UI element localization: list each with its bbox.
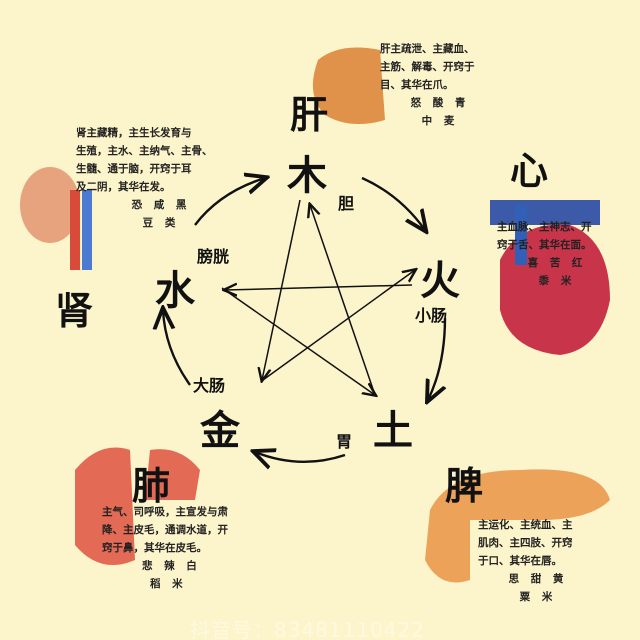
metal-star-line	[221, 287, 375, 395]
desc-line: 生殖，主水、主纳气、主骨、	[76, 145, 213, 157]
fu-small-intestine: 小肠	[415, 306, 448, 325]
wood-to-earth-arrow	[262, 199, 301, 380]
kidney-description: 肾主藏精，主生长发育与 生殖，主水、主纳气、主骨、 生髓、通于脑，开窍于耳 及二…	[76, 124, 246, 232]
desc-attributes: 思 甜 黄	[508, 573, 568, 585]
element-wood: 木	[287, 153, 327, 199]
desc-line: 窍于舌、其华在面。	[497, 239, 592, 251]
desc-line: 肝主疏泄、主藏血、	[380, 43, 475, 55]
organ-spleen: 脾	[445, 464, 484, 508]
water-star-line	[310, 205, 376, 396]
wood-to-fire-arrow	[361, 176, 425, 230]
earth-to-metal-arrow	[255, 452, 346, 462]
desc-line: 窍于鼻，其华在皮毛。	[102, 542, 207, 554]
water-to-wood-arrow	[194, 178, 265, 226]
organ-kidney: 肾	[55, 289, 94, 333]
desc-line: 生髓、通于脑，开窍于耳	[76, 163, 192, 175]
organ-lung: 肺	[132, 464, 171, 508]
desc-line: 于口、其华在唇。	[478, 555, 562, 567]
spleen-illustration	[425, 469, 610, 583]
element-water: 水	[155, 268, 195, 314]
desc-grain: 粟 米	[519, 591, 557, 603]
desc-line: 主气、司呼吸，主宣发与肃	[102, 506, 228, 518]
element-earth: 土	[373, 408, 413, 454]
element-metal: 金	[200, 408, 240, 454]
desc-attributes: 喜 苦 红	[527, 257, 587, 269]
desc-line: 主筋、解毒、开窍于	[380, 61, 475, 73]
desc-line: 目、其华在爪。	[380, 79, 454, 91]
heart-illustration	[490, 200, 610, 355]
desc-line: 及二阴，其华在发。	[76, 181, 171, 193]
desc-line: 主血脉、主神志、开	[497, 221, 592, 233]
spleen-description: 主运化、主统血、主 肌肉、主四肢、开窍 于口、其华在唇。 思 甜 黄 粟 米	[478, 516, 598, 606]
desc-attributes: 恐 咸 黑	[131, 199, 191, 211]
element-fire: 火	[420, 258, 460, 304]
fu-large-intestine: 大肠	[193, 376, 226, 395]
desc-grain: 黍 米	[538, 275, 576, 287]
fu-bladder: 膀胱	[197, 247, 230, 266]
desc-grain: 中 麦	[421, 115, 459, 127]
desc-line: 主运化、主统血、主	[478, 519, 573, 531]
fu-stomach: 胃	[336, 432, 353, 451]
desc-attributes: 悲 辣 白	[142, 560, 201, 572]
lung-illustration	[75, 447, 200, 565]
heart-description: 主血脉、主神志、开 窍于舌、其华在面。 喜 苦 红 黍 米	[497, 218, 617, 290]
lung-description: 主气、司呼吸，主宣发与肃 降、主皮毛，通调水道，开 窍于鼻，其华在皮毛。 悲 辣…	[102, 503, 282, 593]
kidney-illustration	[20, 167, 92, 270]
desc-attributes: 怒 酸 青	[410, 97, 470, 109]
desc-line: 降、主皮毛，通调水道，开	[102, 524, 228, 536]
watermark: 抖音号：83481110422	[190, 618, 425, 640]
liver-illustration	[312, 47, 385, 124]
fire-to-earth-arrow	[428, 317, 445, 400]
fire-to-metal-arrow	[225, 285, 413, 290]
desc-grain: 豆 类	[142, 217, 180, 229]
metal-to-water-arrow	[163, 310, 191, 386]
liver-description: 肝主疏泄、主藏血、 主筋、解毒、开窍于 目、其华在爪。 怒 酸 青 中 麦	[380, 40, 500, 130]
organ-heart: 心	[510, 149, 549, 193]
desc-line: 肾主藏精，主生长发育与	[76, 127, 192, 139]
earth-star-line	[262, 270, 415, 381]
organ-liver: 肝	[290, 93, 329, 137]
fu-gallbladder: 胆	[338, 194, 355, 213]
desc-line: 肌肉、主四肢、开窍	[478, 537, 573, 549]
desc-grain: 稻 米	[150, 578, 187, 590]
